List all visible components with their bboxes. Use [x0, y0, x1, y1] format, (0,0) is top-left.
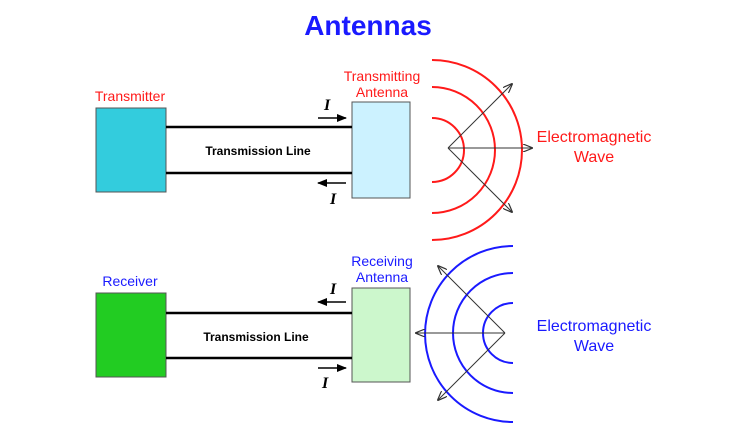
- receive-wave-label-line1: Electromagnetic: [537, 318, 652, 335]
- current-label-lower: I: [329, 191, 337, 208]
- transmitting-antenna-label-line2: Antenna: [356, 84, 408, 100]
- transmitter-box: [95, 107, 167, 193]
- receiving-antenna-label-line2: Antenna: [356, 269, 408, 285]
- transmit-ray-down: [447, 147, 512, 212]
- transmit-wave-label-line1: Electromagnetic: [537, 129, 652, 146]
- receive-current-label-upper: I: [329, 281, 337, 298]
- page-title: Antennas: [304, 10, 432, 41]
- transmit-wave-arc-1: [431, 117, 465, 183]
- transmitting-antenna-box: [351, 101, 411, 199]
- transmit-wave-label-line2: Wave: [574, 149, 614, 166]
- receive-current-label-lower: I: [321, 375, 329, 392]
- receive-wave-label-line2: Wave: [574, 338, 614, 355]
- current-label-upper: I: [323, 97, 331, 114]
- receive-ray-down: [438, 332, 506, 400]
- receive-ray-up: [438, 266, 506, 334]
- transmission-line-label: Transmission Line: [205, 144, 311, 158]
- transmitter-label: Transmitter: [95, 88, 166, 104]
- transmit-wave-arcs: [431, 59, 523, 241]
- transmit-wave-arc-2: [431, 86, 496, 214]
- transmitting-antenna-label-line1: Transmitting: [344, 68, 421, 84]
- receiving-antenna-label-line1: Receiving: [351, 253, 412, 269]
- receiver-box: [95, 292, 167, 378]
- receive-wave-arc-3: [424, 245, 514, 423]
- transmit-wave-arc-3: [431, 59, 523, 241]
- receive-line-label: Transmission Line: [203, 330, 309, 344]
- receive-wave-arcs: [424, 245, 514, 423]
- receiver-label: Receiver: [102, 273, 158, 289]
- transmit-ray-up: [447, 84, 512, 149]
- receiving-antenna-box: [351, 287, 411, 383]
